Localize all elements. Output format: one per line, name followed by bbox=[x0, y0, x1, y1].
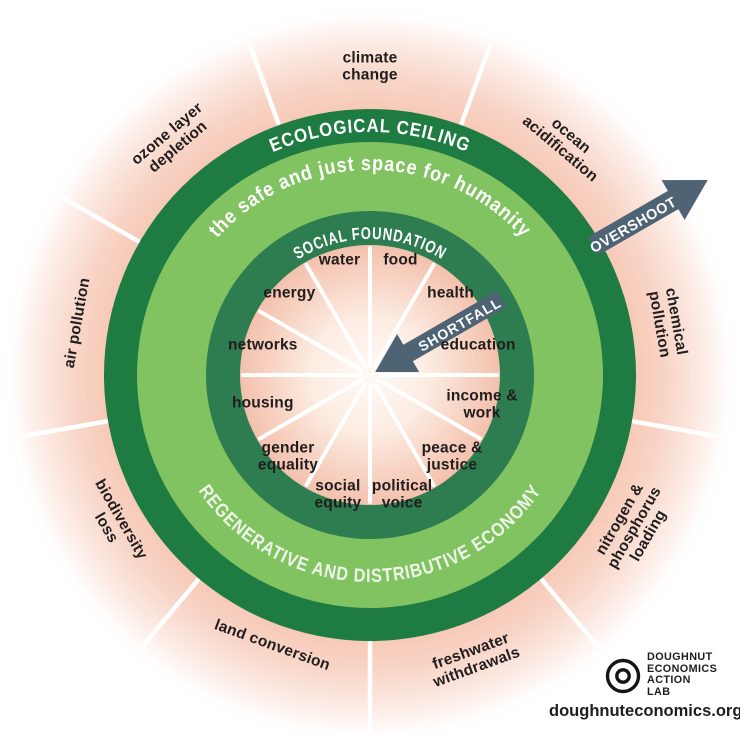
social-label-education: education bbox=[440, 336, 516, 354]
social-label-political-voice: political voice bbox=[371, 477, 433, 511]
social-label-social-equity: social equity bbox=[314, 477, 362, 511]
social-label-health: health bbox=[427, 285, 475, 303]
deal-logo-wordmark: DOUGHNUT ECONOMICS ACTION LAB bbox=[647, 651, 718, 698]
deal-logo-line-4: LAB bbox=[647, 685, 671, 698]
social-label-gender-equality: gender equality bbox=[257, 439, 319, 473]
website-url: doughnuteconomics.org bbox=[549, 702, 740, 720]
social-label-income-work: income & work bbox=[446, 387, 518, 421]
eco-label-climate-change: climate change bbox=[342, 49, 398, 83]
deal-logo-line-2: ECONOMICS bbox=[647, 662, 718, 675]
deal-logo-line-3: ACTION bbox=[647, 674, 691, 686]
inner-shortfall-circle bbox=[240, 245, 500, 505]
deal-doughnut-logo-icon bbox=[605, 658, 641, 694]
social-label-housing: housing bbox=[231, 394, 294, 412]
deal-logo-line-1: DOUGHNUT bbox=[647, 651, 713, 663]
social-label-peace-justice: peace & justice bbox=[421, 439, 483, 473]
social-label-water: water bbox=[318, 251, 361, 269]
social-label-networks: networks bbox=[227, 336, 298, 354]
social-label-energy: energy bbox=[263, 285, 316, 303]
social-label-food: food bbox=[383, 251, 418, 269]
